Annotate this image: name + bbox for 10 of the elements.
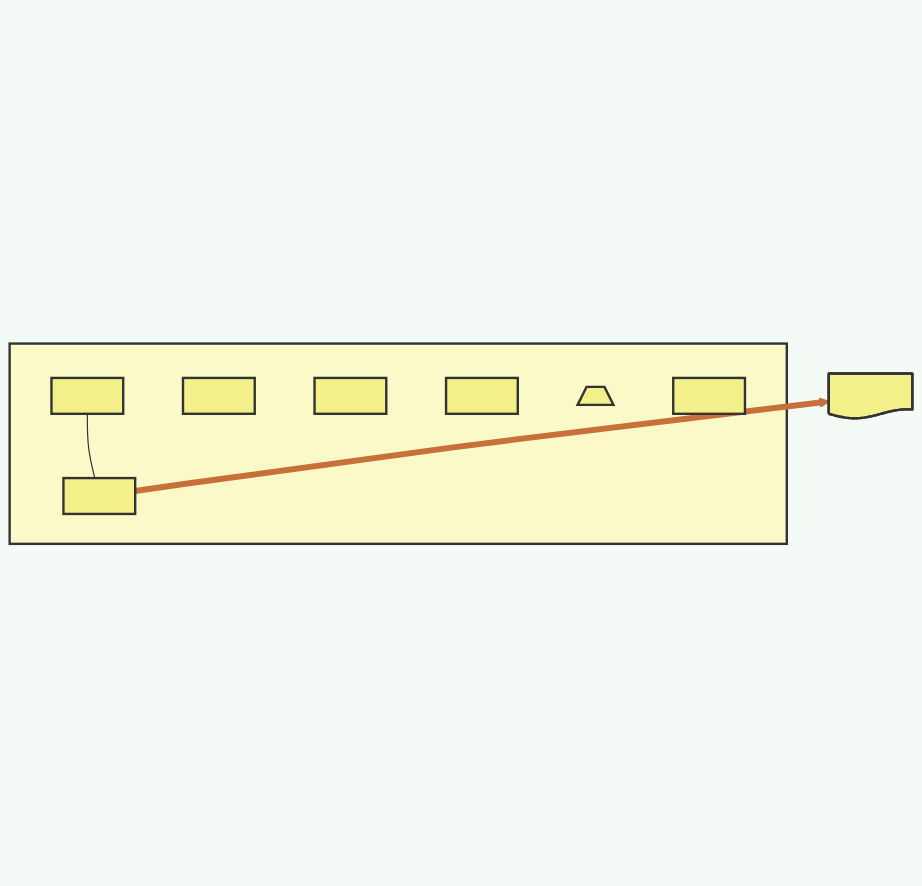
node-box <box>313 376 388 415</box>
node-box <box>444 376 519 415</box>
node-trapezoid <box>575 385 616 406</box>
node-box <box>672 376 747 415</box>
arrow <box>134 396 830 494</box>
node-box <box>181 376 256 415</box>
node-box <box>62 476 137 515</box>
node-box <box>50 376 125 415</box>
connector <box>86 412 96 478</box>
cluster <box>8 341 789 545</box>
